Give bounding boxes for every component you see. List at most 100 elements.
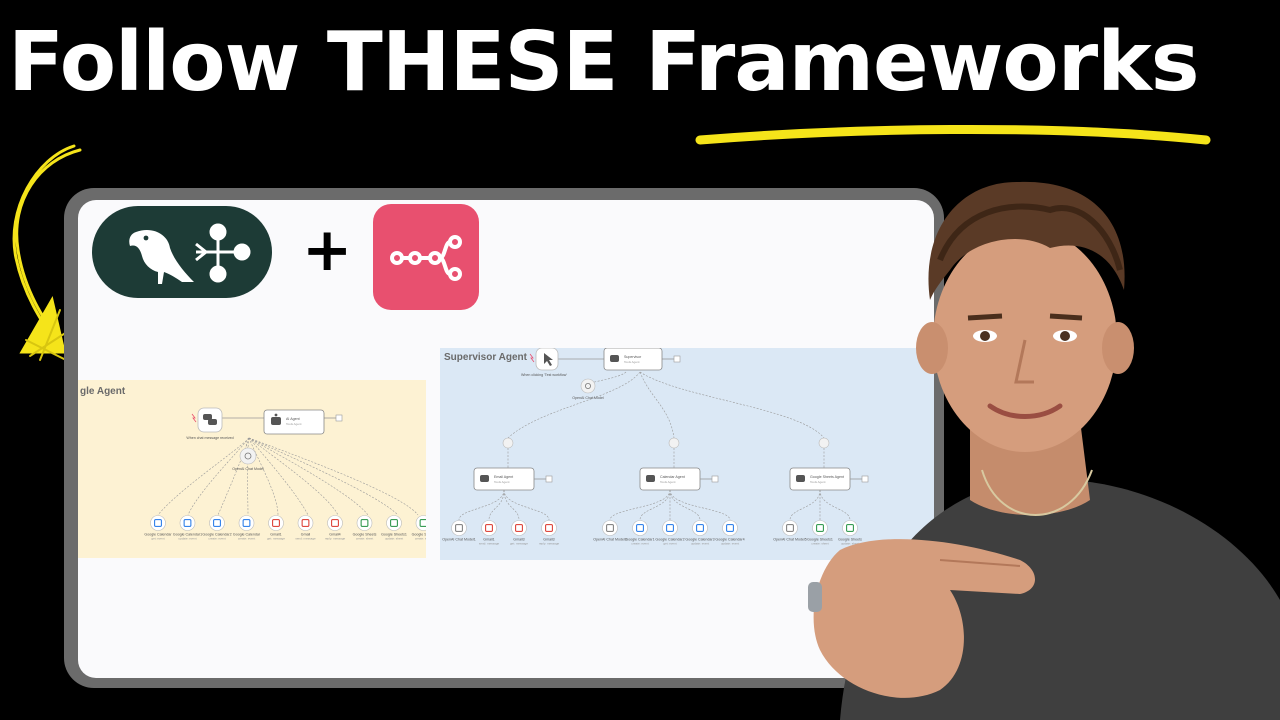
tool-sub: send: message xyxy=(295,537,316,541)
tool-label: Google Sheets1 xyxy=(381,533,407,537)
supervisor-agent-title: Supervisor Agent xyxy=(444,352,527,363)
tool-label: Google Calendar4 xyxy=(715,538,744,542)
yellow-underline xyxy=(695,124,1211,145)
openai-icon xyxy=(455,524,463,532)
tool-sub: create: event xyxy=(208,537,226,541)
headline: Follow THESE Frameworks xyxy=(8,15,1200,110)
tool-label: Gmail1 xyxy=(483,538,494,542)
presenter-photo xyxy=(808,181,1280,720)
tool-label: Google Calendar1 xyxy=(625,538,654,542)
supervisor-workflow: When clicking 'Test workflow' Supervisor… xyxy=(442,348,869,546)
langgraph-logo xyxy=(92,206,272,298)
openai-icon xyxy=(244,452,252,460)
tool-node: OpenAI Chat Model1 xyxy=(442,520,476,542)
tool-sub: create: sheet xyxy=(811,542,829,546)
openai-icon xyxy=(584,383,591,390)
google-calendar-icon xyxy=(213,519,221,527)
ear-left xyxy=(916,322,948,374)
tool-sub: create: sheet xyxy=(415,537,426,541)
tool-label: Google Sheets xyxy=(412,533,426,537)
tool-label: Gmail xyxy=(301,533,311,537)
tool-label: Gmail4 xyxy=(329,533,340,537)
openai-model-node: OpenAI Chat Model xyxy=(232,447,264,471)
tool-label: Gmail3 xyxy=(513,538,524,542)
graph-nodes-icon xyxy=(195,223,251,283)
gmail-icon xyxy=(272,519,280,527)
tool-sub: reply: message xyxy=(539,542,560,546)
tool-label: Google Calendar2 xyxy=(655,538,684,542)
robot-icon xyxy=(610,355,619,362)
sub-agent-label: Email Agent xyxy=(494,475,513,479)
ai-agent-label: AI Agent xyxy=(286,417,300,421)
robot-icon xyxy=(646,475,655,482)
tool-label: Gmail1 xyxy=(270,533,281,537)
smile xyxy=(987,403,1063,419)
chat-trigger-label: When chat message received xyxy=(186,436,233,440)
openai-icon xyxy=(606,524,614,532)
google-calendar-icon xyxy=(242,519,251,527)
chat-bubble-icon xyxy=(203,414,217,425)
ai-agent-node: AI Agent Tools Agent xyxy=(263,409,325,435)
sub-agent-label: Calendar Agent xyxy=(660,475,685,479)
supervisor-model-label: OpenAI Chat Model xyxy=(572,396,604,400)
sub-agent-label: Google Sheets Agent xyxy=(810,475,844,479)
chat-trigger-node: When chat message received xyxy=(186,407,234,440)
tool-label: Google Calendar xyxy=(144,533,172,537)
screen: + gle Agent xyxy=(78,200,934,678)
google-sheets-icon xyxy=(360,519,369,527)
tool-sub: get: event xyxy=(151,537,164,541)
single-agent-workflow: When chat message received AI Agent Tool… xyxy=(144,407,426,541)
tool-sub: get: message xyxy=(510,542,528,546)
google-calendar-icon xyxy=(666,524,674,532)
test-trigger-label: When clicking 'Test workflow' xyxy=(521,373,567,377)
tool-sub: update: sheet xyxy=(385,537,403,541)
gmail-icon xyxy=(515,524,523,532)
supervisor-node: Supervisor Tools Agent xyxy=(603,348,663,371)
tool-label: Google Calendar3 xyxy=(685,538,714,542)
robot-icon xyxy=(480,475,489,482)
n8n-nodes-icon xyxy=(390,235,462,281)
google-calendar-icon xyxy=(183,519,192,527)
single-agent-title: gle Agent xyxy=(80,386,126,397)
robot-icon xyxy=(271,413,281,425)
google-sheets-icon xyxy=(419,519,426,527)
ear-right xyxy=(1102,322,1134,374)
tool-sub: update: event xyxy=(721,542,739,546)
tool-sub: get: event xyxy=(663,542,676,546)
tool-sub: reply: message xyxy=(325,537,346,541)
tool-router-node xyxy=(818,437,830,449)
single-agent-panel: gle Agent xyxy=(78,380,426,558)
parrot-icon xyxy=(129,229,194,284)
gmail-icon xyxy=(545,524,553,532)
necklace xyxy=(981,469,1093,516)
tool-router-node xyxy=(668,437,680,449)
tool-label: Google Sheets xyxy=(353,533,377,537)
cursor-icon xyxy=(544,353,553,366)
google-calendar-icon xyxy=(726,524,734,532)
tool-router-node xyxy=(502,437,514,449)
ai-agent-sub: Tools Agent xyxy=(286,422,302,426)
n8n-logo xyxy=(373,204,479,310)
test-trigger-node: When clicking 'Test workflow' xyxy=(521,348,567,377)
tool-label: Google Calendar xyxy=(233,533,261,537)
tool-label: Google Sheets xyxy=(838,538,862,542)
tool-sub: update: sheet xyxy=(841,542,859,546)
tool-label: OpenAI Chat Model5 xyxy=(773,538,807,542)
tool-sub: create: event xyxy=(631,542,649,546)
tool-sub: update: event xyxy=(691,542,709,546)
tool-sub: send: message xyxy=(479,542,500,546)
